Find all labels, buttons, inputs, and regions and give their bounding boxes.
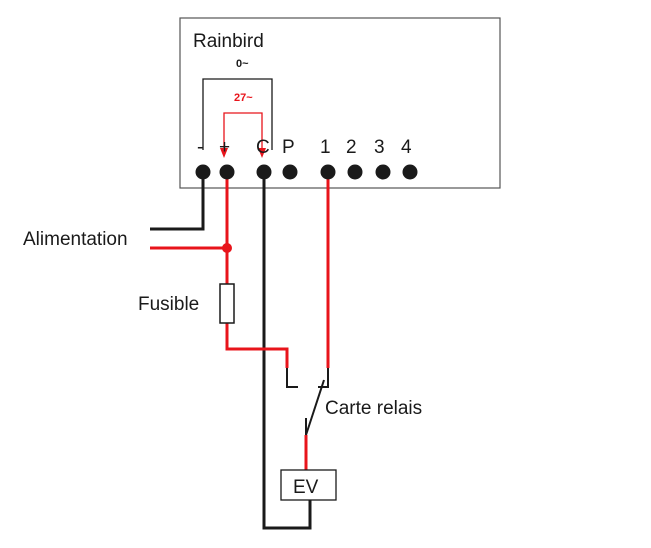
wire-fuse-to-relay xyxy=(225,323,289,368)
terminal-label-minus: - xyxy=(197,137,203,158)
terminal-label-p: P xyxy=(282,137,295,158)
terminal-label-1: 1 xyxy=(320,137,331,158)
terminal-label-plus: + xyxy=(219,137,230,158)
measurement-inner-label: 27~ xyxy=(234,92,253,104)
junction-dot xyxy=(222,243,232,253)
relay-label: Carte relais xyxy=(325,398,422,419)
terminal-plus xyxy=(219,164,235,180)
terminal-label-2: 2 xyxy=(346,137,357,158)
measurement-bracket-inner xyxy=(223,112,263,150)
terminal-1 xyxy=(320,164,336,180)
terminal-2 xyxy=(347,164,363,180)
terminal-minus xyxy=(195,164,211,180)
wire-neutral-supply xyxy=(150,172,205,231)
terminal-c xyxy=(256,164,272,180)
terminal-label-4: 4 xyxy=(401,137,412,158)
measurement-outer-label: 0~ xyxy=(236,58,249,70)
relay-contact-left xyxy=(286,368,298,388)
arrow-down-icon xyxy=(258,148,266,158)
controller-title: Rainbird xyxy=(193,31,264,52)
terminal-3 xyxy=(375,164,391,180)
fuse-symbol xyxy=(219,283,235,324)
terminal-label-c: C xyxy=(256,137,270,158)
terminal-p xyxy=(282,164,298,180)
valve-label: EV xyxy=(293,477,319,498)
terminal-4 xyxy=(402,164,418,180)
power-label: Alimentation xyxy=(23,229,128,250)
fuse-label: Fusible xyxy=(138,294,199,315)
arrow-down-icon xyxy=(220,148,228,158)
controller-box xyxy=(179,17,501,189)
terminal-label-3: 3 xyxy=(374,137,385,158)
measurement-bracket-outer xyxy=(202,78,273,150)
valve-box xyxy=(280,469,337,501)
relay-switch-blade xyxy=(305,379,325,436)
